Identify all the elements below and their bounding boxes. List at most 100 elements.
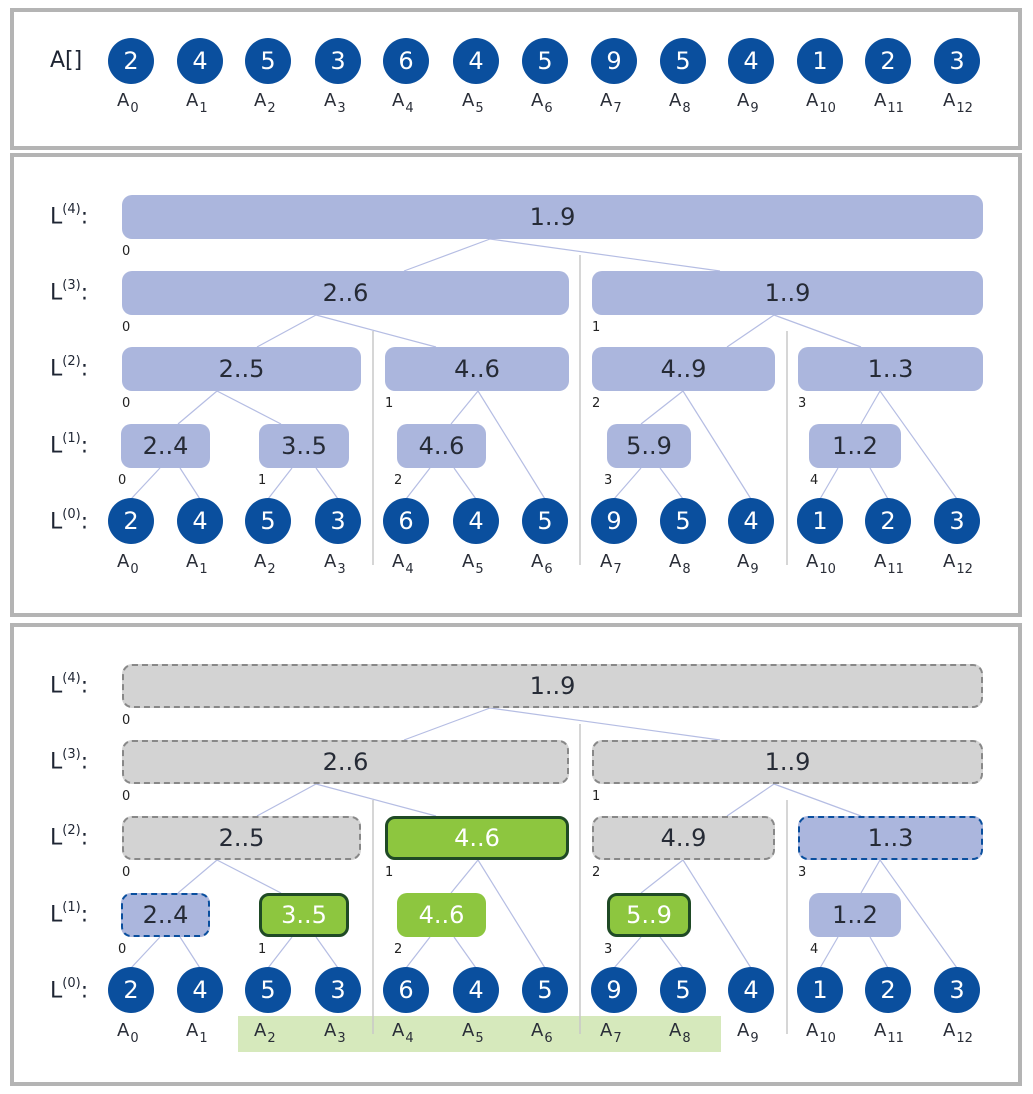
tree-node-index: 1 (258, 942, 267, 957)
array-index-label: A0 (117, 90, 139, 116)
tree-node-index: 0 (122, 789, 131, 804)
level-label: L(2): (50, 823, 89, 851)
tree-node-index: 0 (122, 713, 131, 728)
array-index-label: A2 (254, 90, 276, 116)
tree-edge (869, 936, 889, 969)
tree-node-l1: 2..4 (121, 424, 210, 468)
tree-node-l2: 2..5 (122, 347, 361, 391)
array-index-label: A5 (462, 90, 484, 116)
tree-edge (130, 467, 161, 500)
array-value-circle: 5 (245, 967, 291, 1013)
tree-edge (489, 707, 721, 741)
array-value-circle: 3 (934, 967, 980, 1013)
array-index-label: A9 (737, 90, 759, 116)
array-value-circle: 5 (522, 498, 568, 544)
array-value-circle: 3 (934, 38, 980, 84)
array-index-label: A11 (874, 90, 904, 116)
tree-edge (640, 859, 684, 894)
tree-edge (450, 390, 479, 425)
array-index-label: A0 (117, 551, 139, 577)
tree-node-l1: 3..5 (259, 424, 349, 468)
tree-edge (640, 390, 684, 425)
tree-node-l3: 1..9 (592, 740, 983, 784)
array-index-label: A8 (669, 90, 691, 116)
array-value-circle: 1 (797, 498, 843, 544)
tree-node-l1: 5..9 (607, 893, 691, 937)
tree-node-index: 1 (592, 320, 601, 335)
tree-edge (477, 390, 546, 500)
tree-edge (403, 238, 491, 272)
array-index-label: A7 (600, 551, 622, 577)
tree-edge (405, 467, 431, 500)
array-index-label: A9 (737, 551, 759, 577)
tree-edge (315, 936, 339, 969)
tree-edge (256, 783, 317, 817)
tree-edge (179, 936, 201, 969)
tree-edge (315, 783, 437, 817)
tree-node-index: 0 (122, 320, 131, 335)
array-value-circle: 2 (865, 498, 911, 544)
array-index-label: A11 (874, 1020, 904, 1046)
level-label: L(2): (50, 354, 89, 382)
tree-edge (682, 859, 752, 969)
array-value-circle: 2 (865, 38, 911, 84)
array-value-circle: 5 (245, 498, 291, 544)
array-index-label: A2 (254, 551, 276, 577)
array-index-label: A3 (324, 1020, 346, 1046)
tree-node-l3: 2..6 (122, 271, 569, 315)
tree-edge (869, 467, 889, 500)
tree-node-l3: 1..9 (592, 271, 983, 315)
array-index-label: A6 (531, 90, 553, 116)
tree-node-index: 1 (385, 396, 394, 411)
tree-node-index: 3 (604, 473, 613, 488)
tree-node-l1: 4..6 (397, 424, 486, 468)
tree-node-l1: 1..2 (809, 893, 901, 937)
tree-edge (315, 314, 437, 348)
array-value-circle: 9 (591, 967, 637, 1013)
array-value-circle: 3 (315, 967, 361, 1013)
array-value-circle: 9 (591, 38, 637, 84)
tree-node-index: 1 (385, 865, 394, 880)
tree-node-index: 2 (592, 396, 601, 411)
tree-node-l2: 4..6 (385, 816, 569, 860)
array-index-label: A12 (943, 1020, 973, 1046)
tree-node-index: 1 (592, 789, 601, 804)
tree-node-l4: 1..9 (122, 664, 983, 708)
array-index-label: A9 (737, 1020, 759, 1046)
tree-edge (860, 859, 881, 894)
array-value-circle: 5 (245, 38, 291, 84)
tree-edge (267, 467, 293, 500)
array-index-label: A12 (943, 90, 973, 116)
tree-node-l2: 4..6 (385, 347, 569, 391)
level-label: L(4): (50, 671, 89, 699)
array-value-circle: 5 (660, 498, 706, 544)
array-index-label: A2 (254, 1020, 276, 1046)
array-label: A[] (50, 48, 83, 73)
tree-edge (177, 859, 218, 894)
array-value-circle: 4 (728, 967, 774, 1013)
tree-node-index: 4 (810, 473, 819, 488)
array-value-circle: 3 (315, 38, 361, 84)
array-value-circle: 6 (383, 498, 429, 544)
array-index-label: A0 (117, 1020, 139, 1046)
tree-node-index: 2 (394, 942, 403, 957)
tree-node-index: 2 (592, 865, 601, 880)
array-value-circle: 4 (177, 38, 223, 84)
array-value-circle: 2 (108, 38, 154, 84)
array-value-circle: 4 (177, 967, 223, 1013)
tree-edge (879, 859, 958, 969)
tree-edge (216, 859, 282, 894)
array-index-label: A5 (462, 551, 484, 577)
tree-node-l2: 1..3 (798, 816, 983, 860)
array-index-label: A3 (324, 90, 346, 116)
array-index-label: A1 (186, 551, 208, 577)
level-label: L(0): (50, 976, 89, 1004)
tree-edge (489, 238, 721, 272)
tree-node-l1: 4..6 (397, 893, 486, 937)
array-panel (10, 8, 1022, 150)
array-index-label: A10 (806, 90, 836, 116)
array-value-circle: 5 (522, 967, 568, 1013)
array-index-label: A6 (531, 551, 553, 577)
tree-node-index: 0 (118, 473, 127, 488)
